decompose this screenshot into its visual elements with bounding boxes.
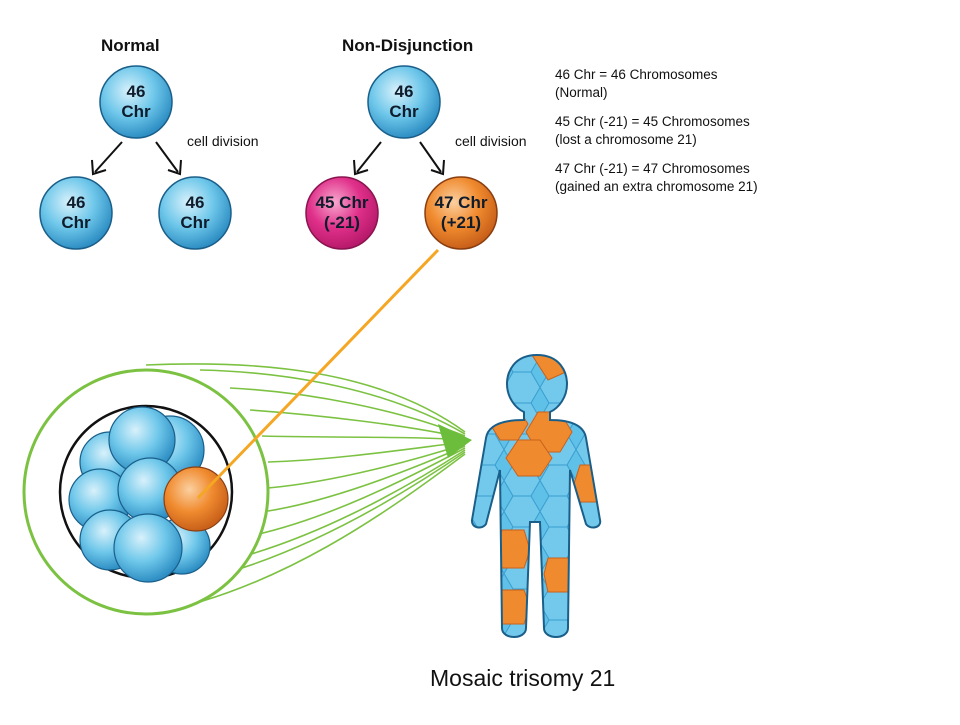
normal-division-arrows	[91, 141, 182, 176]
nd-division-arrows	[353, 141, 445, 176]
legend-entry-lost: 45 Chr (-21) = 45 Chromosomes(lost a chr…	[555, 114, 750, 147]
green-arrowhead	[438, 424, 472, 458]
zygote-group	[22, 368, 270, 616]
nd-gained-cell	[424, 176, 498, 250]
cell-text-nd-lost: 45 Chr(-21)	[315, 193, 369, 232]
figure-caption: Mosaic trisomy 21	[430, 665, 616, 691]
nd-parent-cell	[367, 65, 441, 139]
orange-connector-line	[196, 248, 440, 500]
human-figure	[470, 354, 602, 638]
heading-non-disjunction: Non-Disjunction	[342, 36, 474, 55]
cell-text-nd-gained: 47 Chr(+21)	[434, 193, 488, 232]
normal-parent-cell	[99, 65, 173, 139]
nd-lost-cell	[305, 176, 379, 250]
legend-entry-normal: 46 Chr = 46 Chromosomes(Normal)	[555, 67, 718, 100]
label-cell-division-nd: cell division	[455, 133, 527, 149]
legend-entry-gained: 47 Chr (-21) = 47 Chromosomes(gained an …	[555, 161, 758, 194]
normal-child-left-cell	[39, 176, 113, 250]
normal-child-right-cell	[158, 176, 232, 250]
heading-normal: Normal	[101, 36, 160, 55]
label-cell-division-normal: cell division	[187, 133, 259, 149]
